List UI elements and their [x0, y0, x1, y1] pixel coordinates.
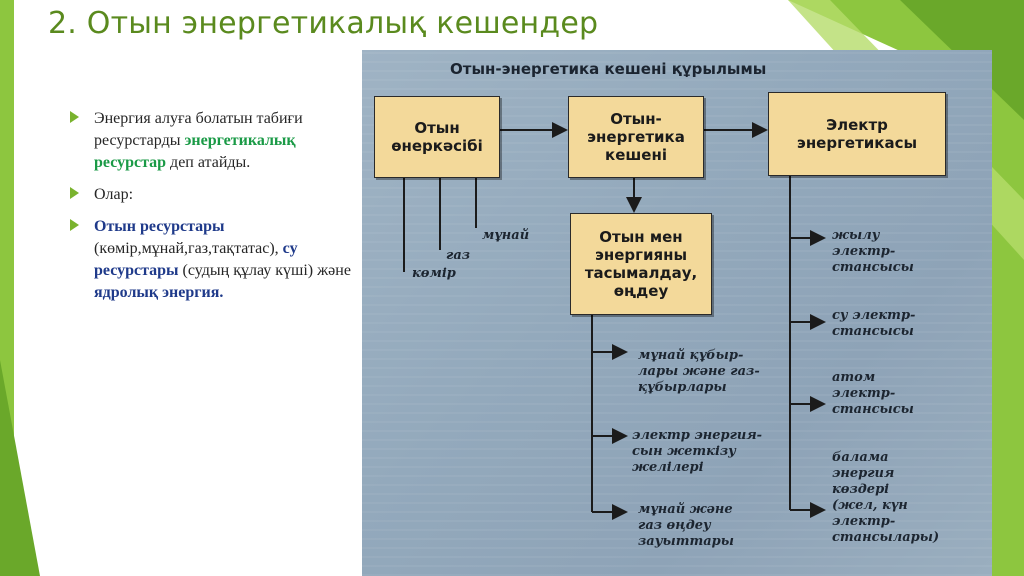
power-branch-alternative: балама энергия көздері (жел, күн электр-…: [832, 450, 940, 545]
bullet-highlight: энергетикалық ресурстар: [94, 132, 296, 171]
fuel-branch-coal: көмір: [412, 266, 456, 281]
bullet-highlight: ядролық энергия.: [94, 284, 224, 301]
transport-branch-refineries: мұнай және газ өңдеу зауыттары: [638, 502, 734, 549]
transport-branch-power-lines: электр энергия- сын жеткізу желілері: [632, 428, 763, 475]
bullet-arrow-icon: [70, 219, 79, 231]
power-branch-hydro: су электр- стансысы: [832, 308, 916, 339]
bullet-arrow-icon: [70, 111, 79, 123]
bullet-item-resources: Отын ресурстары (көмір,мұнай,газ,тақтата…: [70, 216, 355, 304]
bullet-text: Энергия алуға болатын табиғи ресурстарды: [94, 110, 303, 149]
left-corner-triangle: [0, 360, 40, 576]
diagram-photo: Отын-энергетика кешені құрылымы Отын өне…: [362, 50, 992, 576]
box-electric-power: Электр энергетикасы: [768, 92, 946, 176]
transport-branch-pipelines: мұнай құбыр- лары және газ- құбырлары: [638, 348, 760, 395]
diagram-title: Отын-энергетика кешені құрылымы: [450, 60, 767, 78]
box-transport-processing: Отын мен энергияны тасымалдау, өңдеу: [570, 213, 712, 315]
power-branch-nuclear: атом электр- стансысы: [832, 370, 914, 417]
box-fuel-industry: Отын өнеркәсібі: [374, 96, 500, 178]
diagram-connectors: [403, 122, 826, 520]
box-fuel-energy-complex: Отын- энергетика кешені: [568, 96, 704, 178]
bullet-text: (судың құлау күші) және: [178, 262, 351, 279]
bullet-text: Олар:: [94, 186, 134, 203]
bullet-text: (көмір,мұнай,газ,тақтатас),: [94, 240, 283, 257]
power-branch-thermal: жылу электр- стансысы: [832, 228, 914, 275]
bullet-item-definition: Энергия алуға болатын табиғи ресурстарды…: [70, 108, 355, 174]
bullet-list: Энергия алуға болатын табиғи ресурстарды…: [70, 108, 355, 314]
bullet-item-intro: Олар:: [70, 184, 355, 206]
bullet-highlight: су ресурстары: [94, 240, 298, 279]
fuel-branch-oil: мұнай: [482, 228, 530, 243]
slide-title: 2. Отын энергетикалық кешендер: [48, 6, 599, 41]
bullet-highlight: Отын ресурстары: [94, 218, 225, 235]
bullet-arrow-icon: [70, 187, 79, 199]
fuel-branch-gas: газ: [446, 248, 471, 263]
bullet-text: деп атайды.: [166, 154, 251, 171]
